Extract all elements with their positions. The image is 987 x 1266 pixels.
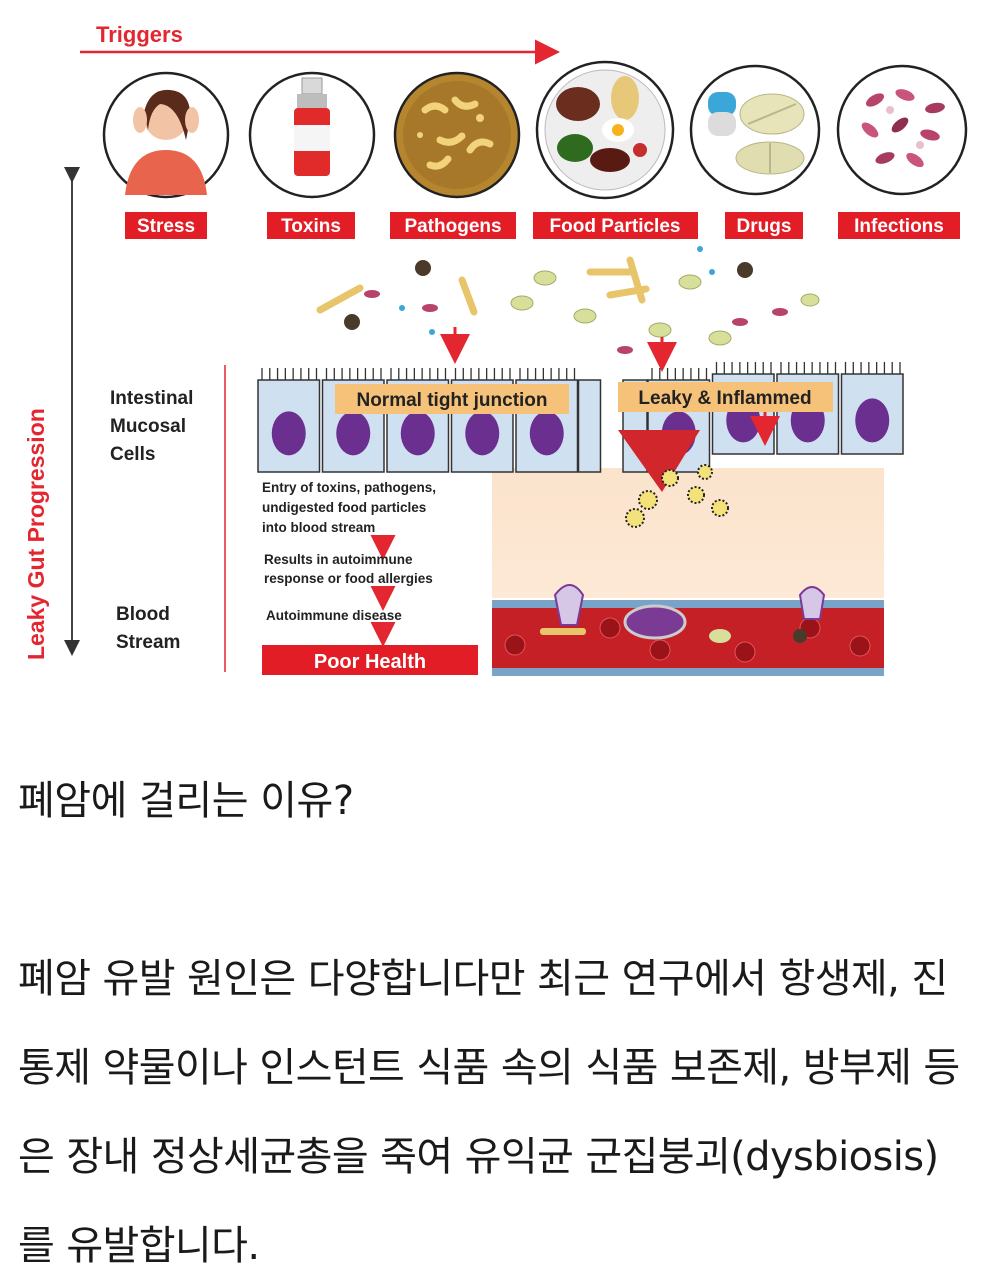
trigger-label-toxins: Toxins [281,216,341,237]
triggers-label: Triggers [96,22,183,47]
leaky-gut-diagram: Triggers Leaky Gut Progression Stress To… [23,22,968,676]
falling-particles [316,246,820,354]
food-plate-icon [556,76,647,172]
article-paragraph: 폐암 유발 원인은 다양합니다만 최근 연구에서 항생제, 진통제 약물이나 인… [18,956,960,1266]
bacteria-dish-icon [417,96,494,170]
trigger-label-drugs: Drugs [737,216,792,237]
stressed-woman-icon [125,89,207,195]
cell-nucleus [529,411,564,456]
damaged-cell [577,379,602,473]
flow-step-autoimmune-response: Results in autoimmune response or food a… [264,552,433,586]
trigger-toxins: Toxins [248,71,376,239]
trigger-pathogens: Pathogens [390,71,521,239]
microbes-icon [861,89,945,168]
cell-nucleus [336,411,371,456]
leaked-pathogens [625,464,729,528]
progression-label: Leaky Gut Progression [23,408,49,660]
cell-nucleus [400,411,435,456]
cell-nucleus [271,411,306,456]
tissue-layer [492,468,884,598]
pills-icon [708,92,805,175]
trigger-label-food-particles: Food Particles [550,216,681,237]
cell-nucleus [465,411,500,456]
flow-step-autoimmune-disease: Autoimmune disease [266,608,402,623]
callout-leaky-inflammed: Leaky & Inflammed [638,388,811,409]
callout-normal-tight-junction: Normal tight junction [356,390,547,411]
trigger-drugs: Drugs [689,64,821,239]
blood-vessel [492,584,884,676]
flow-result-poor-health: Poor Health [314,651,426,673]
article-question: 폐암에 걸리는 이유? [18,778,354,824]
spray-bottle-icon [294,77,330,176]
flow-step-entry: Entry of toxins, pathogens, undigested f… [262,480,440,535]
cell-nucleus [855,398,890,443]
trigger-label-infections: Infections [854,216,944,237]
trigger-stress: Stress [102,71,230,239]
trigger-label-pathogens: Pathogens [404,216,501,237]
epithelial-cell-row [257,362,904,473]
trigger-label-stress: Stress [137,216,195,237]
trigger-infections: Infections [836,64,968,239]
trigger-food-particles: Food Particles [533,60,698,239]
